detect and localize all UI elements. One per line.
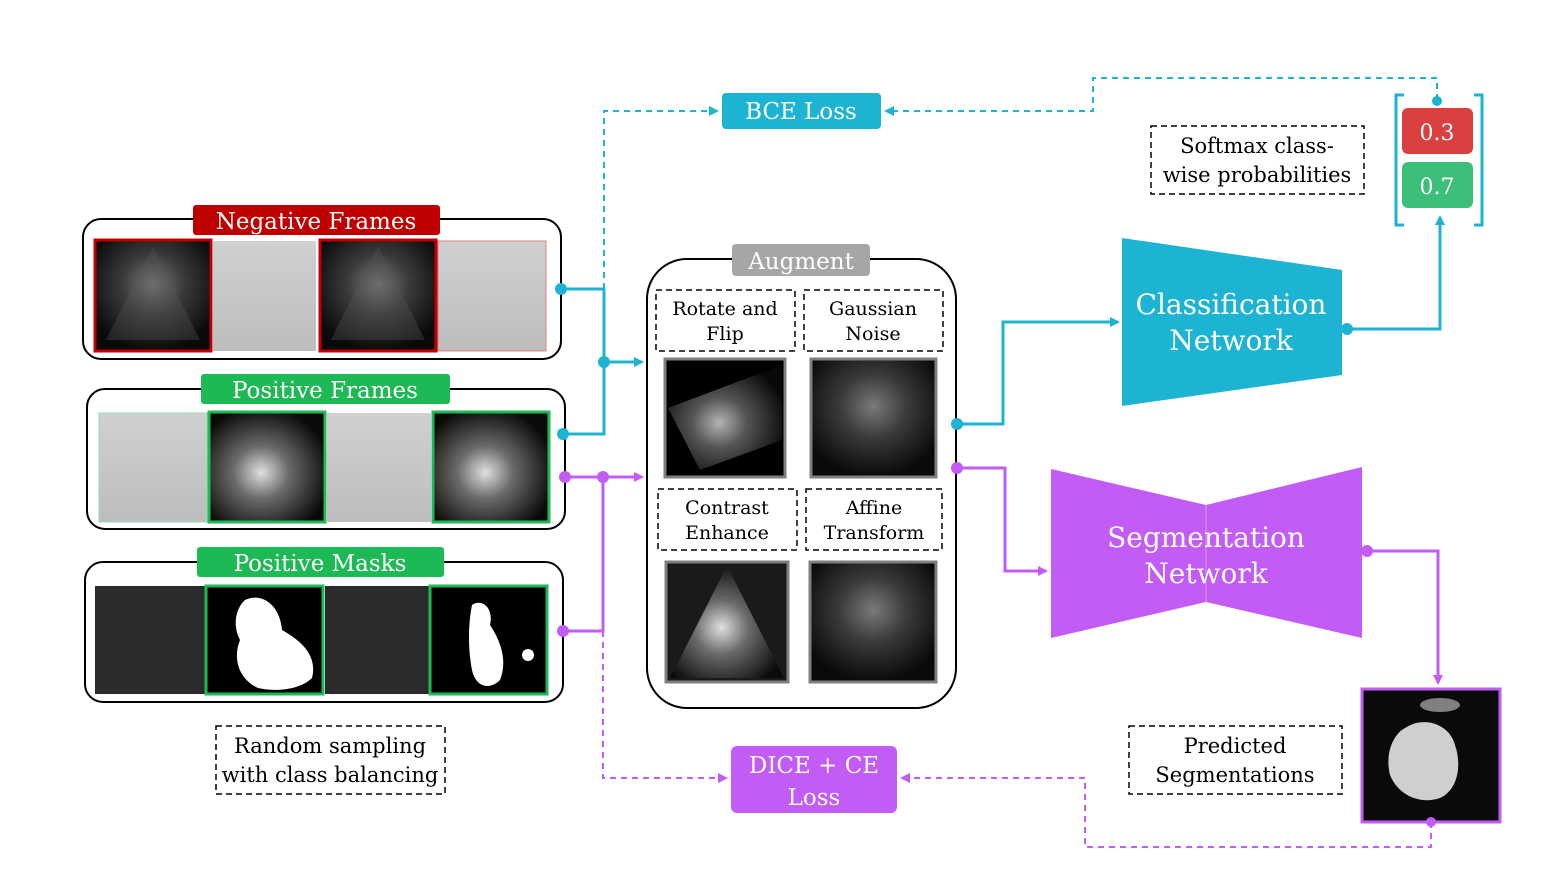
positive-frames-panel: Positive Frames xyxy=(86,374,566,530)
segmentation-connectors xyxy=(951,462,1443,685)
op-rotate-flip-line-2: Flip xyxy=(706,323,744,345)
augment-title: Augment xyxy=(747,249,854,275)
augment-block: Augment Rotate and Flip Gaussian Noise C… xyxy=(646,244,957,709)
bce-loss-connectors xyxy=(603,77,1438,289)
op-contrast-enhance-line-1: Contrast xyxy=(685,497,769,519)
sampling-note: Random sampling with class balancing xyxy=(215,725,446,795)
negative-frame-1 xyxy=(93,238,213,353)
mask-1-empty xyxy=(95,586,205,694)
softmax-note-line-2: wise probabilities xyxy=(1163,163,1352,187)
predicted-segmentation-image xyxy=(1360,687,1502,824)
example-affine-transform xyxy=(808,560,938,684)
op-gaussian-noise xyxy=(803,289,944,352)
positive-frame-2 xyxy=(207,410,327,524)
classification-label-line-1: Classification xyxy=(1136,288,1327,321)
op-contrast-enhance xyxy=(657,488,798,551)
example-gaussian-noise xyxy=(809,357,938,479)
op-affine-transform-line-2: Transform xyxy=(824,522,925,544)
predicted-note-line-1: Predicted xyxy=(1184,734,1287,758)
positive-frame-1-faded xyxy=(98,412,208,523)
softmax-note: Softmax class- wise probabilities xyxy=(1150,125,1365,195)
negative-frame-3 xyxy=(318,238,438,353)
negative-frames-panel: Negative Frames xyxy=(82,205,562,360)
segmentation-network: Segmentation Network xyxy=(1051,467,1362,638)
op-gaussian-noise-line-1: Gaussian xyxy=(829,298,917,320)
op-rotate-flip-line-1: Rotate and xyxy=(672,298,777,320)
positive-masks-title-bg xyxy=(197,547,444,577)
predicted-note-line-2: Segmentations xyxy=(1155,763,1314,787)
positive-masks-panel: Positive Masks xyxy=(84,547,564,703)
segmentation-label-line-2: Network xyxy=(1144,557,1269,590)
negative-frame-2-faded xyxy=(213,241,316,351)
bce-loss-block: BCE Loss xyxy=(722,93,881,129)
predicted-note: Predicted Segmentations xyxy=(1128,725,1343,795)
mask-3-empty xyxy=(325,586,429,694)
sampling-note-line-2: with class balancing xyxy=(222,763,439,787)
positive-frame-3-faded xyxy=(327,413,431,522)
dice-loss-connectors xyxy=(602,477,1432,848)
input-connectors xyxy=(555,283,644,637)
augment-title-bg xyxy=(732,244,870,276)
classification-label-line-2: Network xyxy=(1169,324,1294,357)
softmax-note-line-1: Softmax class- xyxy=(1180,134,1334,158)
positive-frame-4 xyxy=(431,410,551,524)
probability-output: 0.3 0.7 xyxy=(1394,93,1484,227)
negative-frames-title: Negative Frames xyxy=(216,209,417,235)
probability-positive: 0.7 xyxy=(1420,175,1455,200)
positive-frames-title-bg xyxy=(201,374,450,404)
probability-positive-bg xyxy=(1402,162,1473,208)
seg-output-dot xyxy=(1426,817,1436,827)
positive-frames-title: Positive Frames xyxy=(232,378,418,404)
negative-frame-4-faded xyxy=(437,240,547,352)
dice-loss-line-1: DICE + CE xyxy=(749,753,879,779)
bce-loss-label: BCE Loss xyxy=(745,99,857,125)
negative-frames-title-bg xyxy=(193,205,440,235)
classification-network: Classification Network xyxy=(1122,238,1342,406)
classification-connectors xyxy=(951,215,1445,430)
op-contrast-enhance-line-2: Enhance xyxy=(685,522,769,544)
segmentation-label-line-1: Segmentation xyxy=(1107,521,1305,554)
probability-negative-bg xyxy=(1402,108,1473,154)
sampling-note-line-1: Random sampling xyxy=(234,734,426,758)
positive-masks-title: Positive Masks xyxy=(234,551,407,577)
op-gaussian-noise-line-2: Noise xyxy=(845,323,900,345)
op-rotate-flip xyxy=(655,289,796,352)
probability-negative: 0.3 xyxy=(1420,121,1455,146)
op-affine-transform-line-1: Affine xyxy=(845,497,902,519)
dice-loss-line-2: Loss xyxy=(788,785,841,811)
dice-loss-block: DICE + CE Loss xyxy=(731,746,897,813)
op-affine-transform xyxy=(805,488,943,551)
